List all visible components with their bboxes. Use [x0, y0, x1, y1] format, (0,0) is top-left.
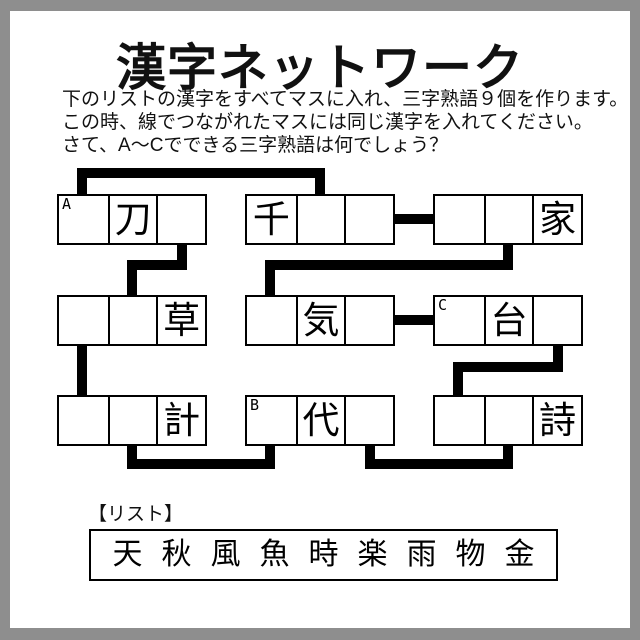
- kanji-cell[interactable]: C: [435, 297, 484, 344]
- kanji-cell[interactable]: [247, 297, 296, 344]
- kanji-group-r3g2: B 代: [245, 395, 395, 446]
- instruction-line-1: 下のリストの漢字をすべてマスに入れ、三字熟語９個を作ります。: [62, 89, 629, 110]
- kanji-cell[interactable]: [107, 397, 157, 444]
- connector-u2-vr: [503, 443, 513, 469]
- instruction-line-2: この時、線でつながれたマスには同じ漢字を入れてください。: [62, 112, 593, 133]
- connector-ie-v1: [503, 243, 513, 270]
- kanji-cell[interactable]: [344, 397, 393, 444]
- connector-dai-v1: [553, 344, 563, 372]
- connector-katana-v2: [127, 270, 137, 297]
- connector-dai-v2: [453, 372, 463, 397]
- kanji-cell[interactable]: A: [59, 196, 108, 243]
- list-kanji: 風: [210, 538, 241, 571]
- connector-katana-v1: [177, 243, 187, 270]
- connector-row2-bar: [393, 315, 435, 325]
- cell-text: 計: [163, 400, 201, 441]
- connector-u1-h: [127, 459, 275, 469]
- kanji-cell[interactable]: [483, 397, 533, 444]
- list-kanji: 雨: [406, 538, 437, 571]
- kanji-group-r1g2: 千: [245, 194, 395, 245]
- list-heading: 【リスト】: [88, 504, 184, 525]
- group-label-c: C: [438, 296, 448, 314]
- cell-text: 家: [539, 199, 577, 240]
- kanji-cell[interactable]: B: [247, 397, 296, 444]
- kanji-group-r2g2: 気: [245, 295, 395, 346]
- connector-a-top-vr: [315, 168, 325, 196]
- kanji-cell[interactable]: [344, 196, 393, 243]
- connector-a-top-vl: [77, 168, 87, 196]
- kanji-cell[interactable]: 詩: [532, 397, 581, 444]
- kanji-cell[interactable]: 草: [156, 297, 205, 344]
- kanji-cell[interactable]: [344, 297, 393, 344]
- kanji-group-r1g1: A 刀: [57, 194, 207, 245]
- cell-text: 千: [252, 199, 290, 240]
- kanji-cell[interactable]: 千: [247, 196, 296, 243]
- connector-kusa-v: [77, 344, 87, 397]
- connector-u2-vl: [365, 443, 375, 469]
- kanji-group-r3g3: 詩: [433, 395, 583, 446]
- kanji-cell[interactable]: [107, 297, 157, 344]
- kanji-cell[interactable]: [295, 196, 345, 243]
- kanji-cell[interactable]: 代: [295, 397, 345, 444]
- kanji-cell[interactable]: 台: [483, 297, 533, 344]
- cell-text: 詩: [539, 400, 577, 441]
- connector-dai-h: [453, 362, 563, 372]
- kanji-cell[interactable]: [435, 196, 484, 243]
- cell-text: 気: [302, 300, 340, 341]
- group-label-b: B: [250, 396, 260, 414]
- connector-row1-bar: [393, 214, 435, 224]
- list-kanji: 魚: [259, 538, 290, 571]
- kanji-group-r2g3: C 台: [433, 295, 583, 346]
- cell-text: 台: [490, 300, 528, 341]
- kanji-cell[interactable]: 気: [295, 297, 345, 344]
- instructions: 下のリストの漢字をすべてマスに入れ、三字熟語９個を作ります。 この時、線でつなが…: [62, 88, 628, 157]
- connector-ie-v2: [265, 270, 275, 297]
- connector-ie-h: [265, 260, 513, 270]
- connector-katana-h: [127, 260, 187, 270]
- kanji-cell[interactable]: [532, 297, 581, 344]
- kanji-cell[interactable]: [435, 397, 484, 444]
- kanji-group-r1g3: 家: [433, 194, 583, 245]
- connector-u1-vl: [127, 443, 137, 469]
- kanji-group-r3g1: 計: [57, 395, 207, 446]
- kanji-cell[interactable]: 計: [156, 397, 205, 444]
- kanji-cell[interactable]: [59, 297, 108, 344]
- list-kanji: 天: [112, 538, 143, 571]
- list-kanji: 秋: [161, 538, 192, 571]
- kanji-group-r2g1: 草: [57, 295, 207, 346]
- list-kanji: 時: [308, 538, 339, 571]
- connector-a-top-h: [77, 168, 325, 178]
- list-kanji: 物: [455, 538, 486, 571]
- connector-u1-vr: [265, 443, 275, 469]
- kanji-cell[interactable]: [156, 196, 205, 243]
- cell-text: 代: [302, 400, 340, 441]
- list-kanji: 楽: [357, 538, 388, 571]
- cell-text: 草: [163, 300, 201, 341]
- worksheet-page: 漢字ネットワーク 下のリストの漢字をすべてマスに入れ、三字熟語９個を作ります。 …: [10, 11, 630, 628]
- kanji-cell[interactable]: [59, 397, 108, 444]
- cell-text: 刀: [114, 199, 152, 240]
- instruction-line-3: さて、A〜Cでできる三字熟語は何でしょう？: [62, 135, 449, 156]
- page-title: 漢字ネットワーク: [116, 40, 524, 96]
- kanji-cell[interactable]: [483, 196, 533, 243]
- list-kanji: 金: [504, 538, 535, 571]
- kanji-cell[interactable]: 刀: [107, 196, 157, 243]
- kanji-list-box: 天 秋 風 魚 時 楽 雨 物 金: [89, 529, 558, 581]
- group-label-a: A: [62, 195, 72, 213]
- connector-u2-h: [365, 459, 513, 469]
- kanji-cell[interactable]: 家: [532, 196, 581, 243]
